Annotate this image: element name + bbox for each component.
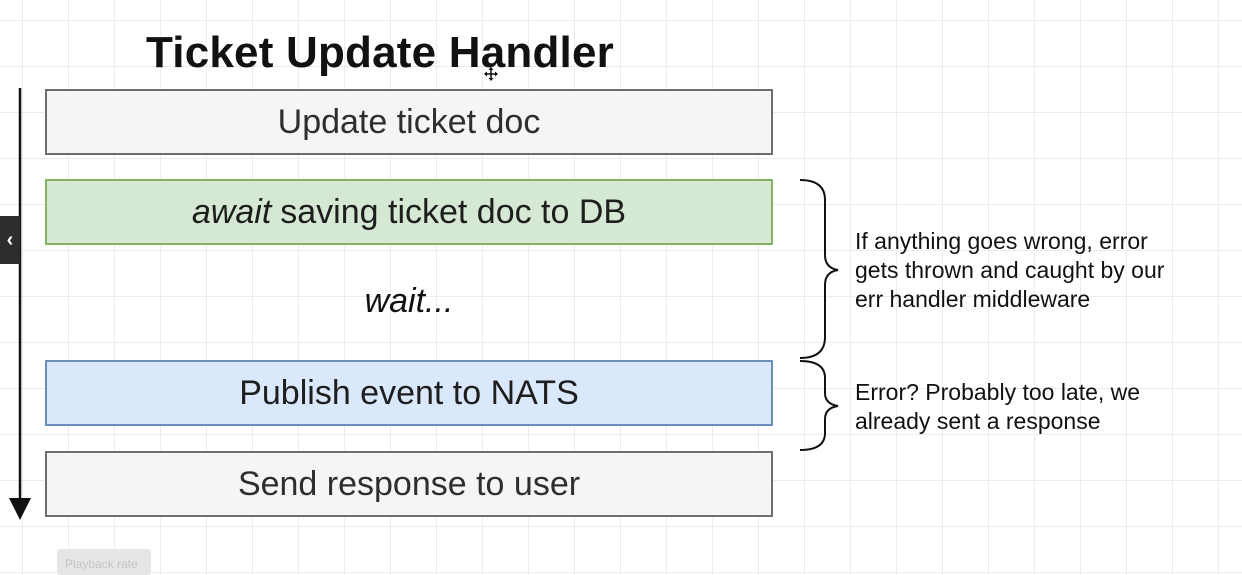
step-label: saving ticket doc to DB <box>280 192 627 231</box>
wait-label: wait... <box>364 282 454 320</box>
error-handling-note: If anything goes wrong, error gets throw… <box>855 227 1235 314</box>
late-error-brace <box>799 360 839 451</box>
sidebar-collapse-button[interactable]: ‹ <box>0 216 20 264</box>
error-scope-brace <box>799 179 839 359</box>
note-line: gets thrown and caught by our <box>855 257 1165 283</box>
step-label: Update ticket doc <box>277 102 541 141</box>
step-update-ticket-doc: Update ticket doc <box>45 89 773 155</box>
note-line: If anything goes wrong, error <box>855 228 1148 254</box>
playback-rate-button[interactable]: Playback rate <box>57 549 151 575</box>
timeline-arrow-head <box>9 498 31 520</box>
page-title: Ticket Update Handler <box>146 28 614 77</box>
note-line: already sent a response <box>855 408 1101 434</box>
note-line: err handler middleware <box>855 286 1091 312</box>
late-error-note: Error? Probably too late, we already sen… <box>855 378 1235 436</box>
step-label: Publish event to NATS <box>239 373 579 412</box>
step-publish-event: Publish event to NATS <box>45 360 773 426</box>
await-keyword: await <box>191 192 272 231</box>
step-save-ticket-doc: await saving ticket doc to DB <box>45 179 773 245</box>
step-send-response: Send response to user <box>45 451 773 517</box>
chevron-left-icon: ‹ <box>6 228 14 251</box>
move-cursor-icon <box>484 67 498 81</box>
step-label: Send response to user <box>237 464 581 503</box>
note-line: Error? Probably too late, we <box>855 379 1141 405</box>
